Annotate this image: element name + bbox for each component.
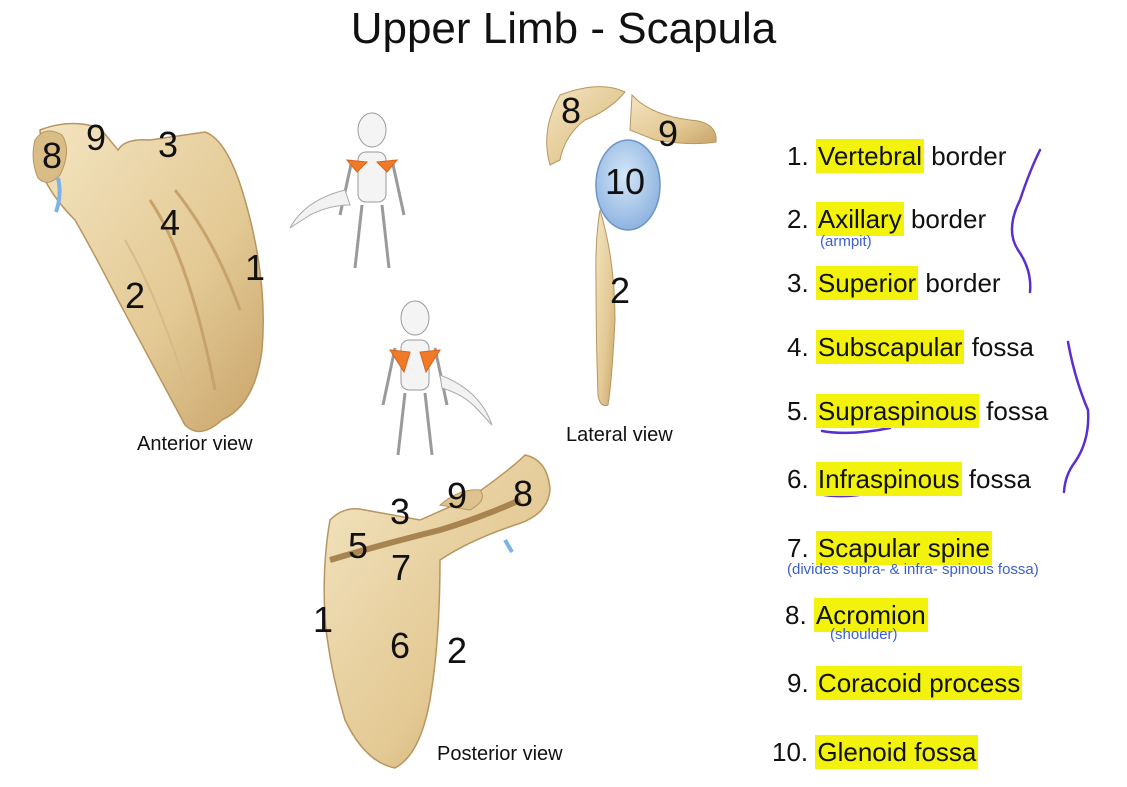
marker-anterior-8: 8 (42, 135, 63, 176)
legend-term: Scapular spine (815, 531, 992, 565)
legend-term: Superior (815, 266, 919, 300)
marker-posterior-5: 5 (348, 525, 369, 566)
marker-anterior-4: 4 (160, 202, 181, 243)
legend-term: Vertebral (815, 139, 924, 173)
legend-item-1: 1. Vertebral border (787, 139, 1007, 173)
legend-term: Axillary (815, 202, 904, 236)
marker-anterior-9: 9 (86, 117, 107, 158)
posterior-scapula (323, 454, 551, 769)
posterior-view-caption: Posterior view (437, 743, 563, 765)
marker-lateral-8: 8 (561, 90, 582, 131)
anterior-view-caption: Anterior view (137, 433, 253, 455)
marker-anterior-2: 2 (125, 275, 146, 316)
marker-posterior-6: 6 (390, 625, 411, 666)
marker-posterior-3: 3 (390, 491, 411, 532)
legend-item-9: 9. Coracoid process (787, 666, 1023, 700)
marker-posterior-7: 7 (391, 547, 412, 588)
legend-term: Supraspinous (815, 394, 979, 428)
shoulder-note: (shoulder) (830, 626, 898, 643)
marker-lateral-9: 9 (658, 113, 679, 154)
legend-term: Subscapular (815, 330, 965, 364)
legend-item-6: 6. Infraspinous fossa (787, 462, 1031, 496)
marker-posterior-2: 2 (447, 630, 468, 671)
marker-posterior-1: 1 (313, 599, 334, 640)
legend-item-7: 7. Scapular spine (787, 531, 992, 565)
arrow-to-posterior (439, 374, 493, 426)
arrow-to-anterior (289, 189, 351, 229)
legend-item-2: 2. Axillary border (787, 202, 987, 236)
armpit-note: (armpit) (820, 233, 872, 250)
legend-term: Infraspinous (815, 462, 962, 496)
lateral-scapula (546, 86, 717, 406)
legend-item-4: 4. Subscapular fossa (787, 330, 1034, 364)
page-title: Upper Limb - Scapula (350, 4, 777, 53)
legend-item-8: 8. Acromion (785, 598, 928, 632)
legend-item-10: 10. Glenoid fossa (772, 735, 979, 769)
marker-anterior-3: 3 (158, 124, 179, 165)
marker-posterior-8: 8 (513, 473, 534, 514)
legend-term: Acromion (813, 598, 928, 632)
lateral-view-caption: Lateral view (566, 424, 673, 446)
legend-term: Coracoid process (815, 666, 1023, 700)
spine-note: (divides supra- & infra- spinous fossa) (787, 561, 1039, 578)
marker-anterior-1: 1 (245, 247, 266, 288)
skeleton-anterior-icon (338, 112, 406, 269)
skeleton-posterior-icon (381, 300, 449, 456)
legend-term: Glenoid fossa (815, 735, 979, 769)
marker-lateral-10: 10 (605, 161, 646, 202)
anterior-scapula (32, 122, 264, 433)
legend-item-5: 5. Supraspinous fossa (787, 394, 1049, 428)
legend-item-3: 3. Superior border (787, 266, 1001, 300)
marker-posterior-9: 9 (447, 475, 468, 516)
marker-lateral-2: 2 (610, 270, 631, 311)
